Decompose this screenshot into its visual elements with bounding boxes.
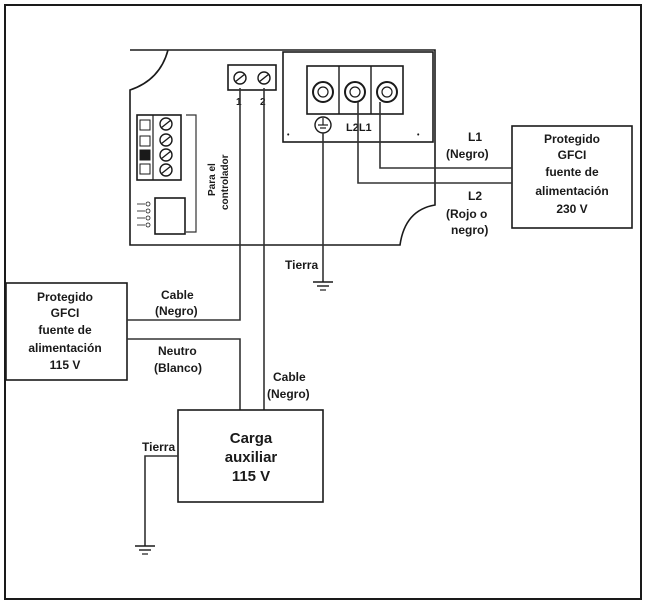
cable-top-color-label: (Negro) — [155, 304, 198, 318]
supply-230v-line3: fuente de — [545, 165, 599, 179]
neutral-color-label: (Blanco) — [154, 361, 202, 375]
chip-pin-4 — [145, 222, 151, 228]
supply-230v-line5: 230 V — [556, 202, 587, 216]
load-line2: auxiliar — [225, 449, 278, 466]
cable-load-color-label: (Negro) — [267, 387, 310, 401]
l2-color-label-2: negro) — [451, 223, 488, 237]
supply-115v-line5: 115 V — [50, 358, 81, 372]
relay-screw-2-slot — [160, 135, 172, 145]
load-line1: Carga — [230, 430, 273, 447]
chip-pin-3 — [145, 215, 151, 221]
supply-115v-line4: alimentación — [28, 341, 101, 355]
wire-ground-load — [144, 455, 178, 546]
ground-top-label: Tierra — [285, 258, 318, 272]
cable-top-label: Cable — [161, 288, 194, 302]
supply-230v-box — [511, 125, 633, 229]
supply-230v-line2: GFCI — [558, 148, 587, 162]
supply-115v-line1: Protegido — [37, 290, 93, 304]
l1-terminal-inner — [381, 86, 393, 98]
terminal-2-label: 2 — [260, 97, 266, 108]
auxiliary-load-box — [177, 409, 324, 503]
supply-230v-line4: alimentación — [535, 184, 608, 198]
wire-neutral — [127, 338, 241, 410]
relay-slot-4 — [139, 163, 151, 175]
l1-label: L1 — [468, 130, 482, 144]
controller-label-line2: controlador — [220, 154, 231, 210]
controller-label-line1: Para el — [207, 163, 218, 196]
neutral-label: Neutro — [158, 344, 197, 358]
screw-slot-2 — [258, 73, 270, 83]
terminal-1-label: 1 — [236, 97, 242, 108]
controller-bracket — [186, 114, 197, 233]
supply-115v-line3: fuente de — [38, 323, 92, 337]
relay-slot-1 — [139, 119, 151, 131]
terminal-l2l1-label: L2L1 — [346, 122, 372, 134]
relay-screw-1-slot — [160, 119, 172, 129]
wire-cable-top — [127, 88, 241, 321]
relay-screw-4-slot — [160, 165, 172, 175]
supply-115v-line2: GFCI — [51, 306, 80, 320]
cable-load-label: Cable — [273, 370, 306, 384]
panel-mark-right: • — [417, 132, 420, 139]
relay-slot-2 — [139, 135, 151, 147]
panel-mark-left: • — [287, 132, 290, 139]
screw-slot-1 — [234, 73, 246, 83]
l2-color-label-1: (Rojo o — [446, 207, 487, 221]
wire-l1 — [379, 102, 512, 169]
ground-bottom-label: Tierra — [142, 440, 175, 454]
supply-115v-box — [5, 282, 128, 381]
l2-terminal-inner — [349, 86, 361, 98]
chip-pin-2 — [145, 208, 151, 214]
wire-l2 — [357, 102, 512, 184]
ground-terminal-inner — [317, 86, 329, 98]
chip-pin-1 — [145, 201, 151, 207]
supply-230v-line1: Protegido — [544, 132, 600, 146]
l2-label: L2 — [468, 189, 482, 203]
relay-slot-3 — [139, 149, 151, 161]
controller-chip — [154, 197, 186, 235]
load-line3: 115 V — [232, 468, 270, 485]
l1-color-label: (Negro) — [446, 147, 489, 161]
relay-screw-3-slot — [160, 150, 172, 160]
